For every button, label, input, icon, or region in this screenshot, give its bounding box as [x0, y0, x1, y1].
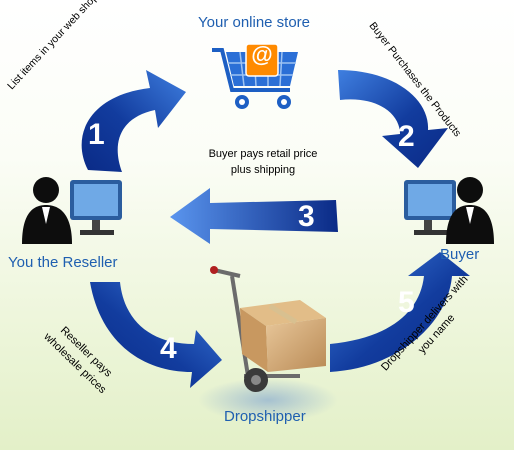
step-3-text: Buyer pays retail price plus shipping — [188, 146, 338, 178]
hand-truck-icon — [198, 266, 338, 422]
arrow-5 — [330, 252, 470, 372]
step-3-number: 3 — [298, 200, 315, 233]
step-3-text-line-1: Buyer pays retail price — [208, 148, 318, 160]
shopping-cart-icon — [212, 43, 298, 109]
store-label: Your online store — [198, 14, 311, 31]
reseller-person-icon — [22, 177, 122, 244]
buyer-person-icon — [404, 177, 494, 244]
step-3-text-line-2: plus shipping — [230, 164, 296, 176]
dropshipper-label: Dropshipper — [224, 408, 306, 425]
step-4-number: 4 — [160, 332, 177, 365]
arrow-4 — [90, 282, 222, 388]
arrow-2 — [338, 70, 448, 168]
step-2-number: 2 — [398, 120, 415, 153]
arrow-3 — [170, 188, 338, 244]
buyer-label: Buyer — [440, 246, 480, 263]
arrow-1 — [81, 70, 186, 172]
reseller-label: You the Reseller — [8, 254, 118, 271]
cart-at-symbol: @ — [251, 42, 273, 67]
step-1-number: 1 — [88, 118, 105, 151]
step-5-number: 5 — [398, 286, 415, 319]
